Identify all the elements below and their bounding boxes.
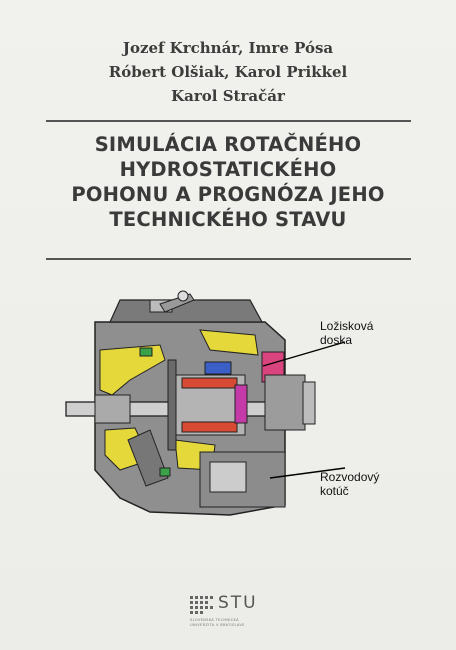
author-line: Karol Stračár [171, 87, 285, 105]
author-line: Róbert Olšiak, Karol Prikkel [108, 63, 348, 81]
author-line: Jozef Krchnár, Imre Pósa [122, 39, 334, 57]
title-line: POHONU A PROGNÓZA JEHO [71, 183, 385, 206]
logo-subtitle: SLOVENSKÁ TECHNICKÁ UNIVERZITA V BRATISL… [190, 618, 245, 628]
title-rule-bottom [46, 258, 411, 260]
callout-text: doska [320, 333, 353, 347]
title-line: HYDROSTATICKÉHO [119, 158, 337, 181]
title-line: SIMULÁCIA ROTAČNÉHO [94, 133, 362, 156]
callout-text: kotúč [320, 484, 349, 498]
callout-bearing-plate: Ložisková doska [320, 319, 373, 347]
book-title: SIMULÁCIA ROTAČNÉHO HYDROSTATICKÉHO POHO… [0, 132, 456, 232]
logo-wordmark: STU [218, 593, 258, 613]
callout-text: Ložisková [320, 319, 374, 333]
title-rule-top [46, 120, 411, 122]
publisher-logo: STU SLOVENSKÁ TECHNICKÁ UNIVERZITA V BRA… [190, 593, 280, 634]
logo-dot-grid-icon [190, 594, 216, 614]
logo-subtitle-line: SLOVENSKÁ TECHNICKÁ [190, 618, 239, 622]
callout-valve-plate: Rozvodový kotúč [320, 470, 379, 498]
callout-text: Rozvodový [320, 470, 380, 484]
author-list: Jozef Krchnár, Imre Pósa Róbert Olšiak, … [0, 36, 456, 108]
logo-subtitle-line: UNIVERZITA V BRATISLAVE [190, 623, 245, 627]
title-line: TECHNICKÉHO STAVU [109, 208, 347, 231]
